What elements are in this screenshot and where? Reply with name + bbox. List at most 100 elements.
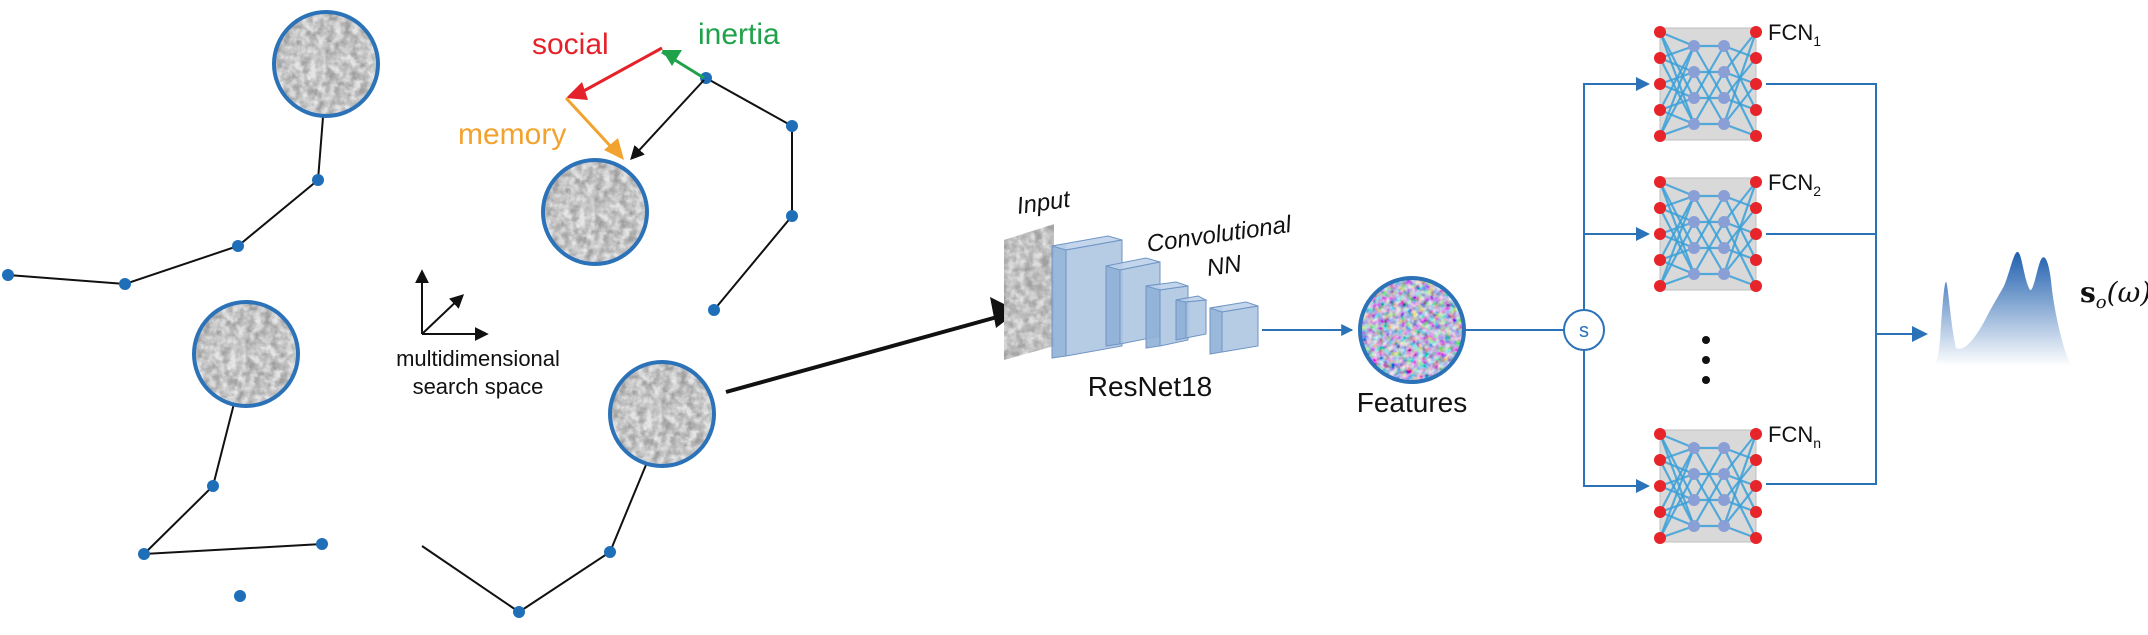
fcn-hidden-node: [1718, 268, 1730, 280]
fcn-input-node: [1654, 176, 1666, 188]
particle-node: [207, 480, 219, 492]
fcn-connection: [1693, 195, 1725, 249]
to-network-arrow: [725, 312, 1009, 394]
fcn-connection: [1659, 221, 1695, 287]
trajectory-line: [7, 91, 326, 286]
fcn-hidden-node: [1718, 494, 1730, 506]
fcn-hidden-node: [1718, 520, 1730, 532]
fcn-hidden-node: [1688, 92, 1700, 104]
conv-layers: [1051, 235, 1259, 359]
fcn-connection: [1659, 30, 1695, 48]
surface-texture-icon: [192, 300, 300, 408]
fcn-hidden-node: [1688, 494, 1700, 506]
fcn-hidden-node: [1688, 40, 1700, 52]
fcn-output-node: [1750, 254, 1762, 266]
fcn-input-node: [1654, 428, 1666, 440]
output-label: so(ω): [2080, 276, 2148, 313]
fcn-hidden-node: [1688, 442, 1700, 454]
fcn-hidden-node: [1718, 118, 1730, 130]
fcn-connection: [1693, 71, 1725, 125]
fcn-input-node: [1654, 254, 1666, 266]
fcn-connection: [1659, 473, 1695, 539]
vertical-ellipsis-icon: [1702, 336, 1710, 384]
fcn-connection: [1658, 447, 1696, 539]
surface-texture-icon: [608, 360, 716, 468]
fcn-output-node: [1750, 506, 1762, 518]
fcn-output-node: [1750, 480, 1762, 492]
fcn-hidden-node: [1718, 442, 1730, 454]
fcn-connection: [1659, 206, 1695, 224]
fcn-input-node: [1654, 104, 1666, 116]
social-arrow: [579, 46, 663, 95]
fcn-network: [1654, 428, 1762, 544]
fcn2-label: FCN2: [1768, 170, 1821, 199]
fcn-connection: [1659, 510, 1695, 528]
fcn-connection: [1659, 108, 1695, 126]
branch-arrowhead: [1636, 227, 1650, 241]
fcn-input-node: [1654, 130, 1666, 142]
fcn-connection: [1722, 433, 1758, 527]
fcn-connection: [1659, 122, 1695, 138]
convolutional-label: Convolutional: [1145, 211, 1293, 258]
velocity-arrow: [630, 79, 705, 161]
particle-swarm: social inertia memory multidimensional s…: [2, 10, 1018, 618]
fcn-hidden-node: [1688, 242, 1700, 254]
fcn-hidden-node: [1688, 468, 1700, 480]
fcn-hidden-node: [1688, 520, 1700, 532]
particle-node: [232, 240, 244, 252]
trajectory-line: [421, 459, 649, 614]
fcn-connection: [1659, 45, 1695, 111]
trajectory-line: [141, 379, 323, 556]
search-space-label-1: multidimensional: [396, 346, 560, 371]
texture-circle: [192, 300, 300, 408]
social-arrowhead: [566, 82, 588, 100]
particle-node: [786, 120, 798, 132]
fcn-hidden-node: [1688, 268, 1700, 280]
axes-icon: [415, 269, 489, 341]
fcn-connection: [1722, 181, 1758, 275]
particle-node: [604, 546, 616, 558]
fcn-output-node: [1750, 78, 1762, 90]
fcn-network: [1654, 26, 1762, 142]
fcn-hidden-node: [1688, 66, 1700, 78]
fcn-connection: [1659, 44, 1695, 60]
fcn-input-node: [1654, 26, 1666, 38]
fcn-hidden-node: [1718, 66, 1730, 78]
inertia-arrowhead: [662, 50, 682, 66]
texture-circle: [272, 10, 380, 118]
particle-node: [708, 304, 720, 316]
input-image: [1004, 224, 1054, 360]
fcn-output-node: [1750, 176, 1762, 188]
memory-arrow: [564, 96, 616, 152]
particle-node: [786, 210, 798, 222]
features-label: Features: [1357, 387, 1468, 418]
output-spectrum: [1930, 251, 2078, 366]
fcn-connection: [1722, 31, 1758, 125]
fcn-connection: [1659, 524, 1695, 540]
fcn-hidden-node: [1718, 242, 1730, 254]
trajectory-line: [705, 77, 793, 311]
fcn-connection: [1659, 71, 1695, 137]
fcn-connection: [1693, 45, 1725, 99]
fcn-connection: [1659, 180, 1695, 198]
trajectory-line: [144, 380, 322, 596]
fcn-output-node: [1750, 130, 1762, 142]
fcn-input-node: [1654, 52, 1666, 64]
fcn-connection: [1659, 432, 1695, 450]
fcn-hidden-node: [1718, 468, 1730, 480]
particle-node: [234, 590, 246, 602]
fcn-connection: [1659, 194, 1695, 210]
branch-lines: [1583, 83, 1640, 487]
fcn-connection: [1658, 195, 1696, 287]
fcn-input-node: [1654, 228, 1666, 240]
fcn-hidden-node: [1718, 190, 1730, 202]
fcn-output-node: [1750, 202, 1762, 214]
fcn-output-node: [1750, 104, 1762, 116]
fcn-network: [1654, 176, 1762, 292]
fcn-group: [1654, 26, 1762, 544]
fcn-output-node: [1750, 228, 1762, 240]
fcn-hidden-node: [1718, 40, 1730, 52]
fcn-connection: [1659, 272, 1695, 288]
